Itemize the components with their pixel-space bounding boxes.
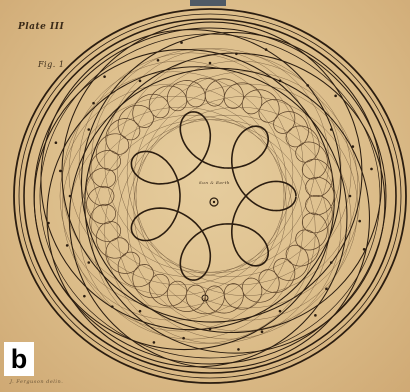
planet-dot-icon (208, 327, 212, 331)
planet-dot-icon (103, 75, 106, 78)
artist-credit: J. Ferguson delin. (10, 379, 64, 385)
planet-dot-icon (87, 261, 91, 264)
fine-orbit-circle (126, 106, 352, 332)
figure-label: Fig. 1 (38, 60, 65, 69)
fine-orbit-circle (104, 119, 329, 344)
planet-dot-icon (68, 194, 72, 198)
planet-dot-icon (314, 314, 317, 317)
planet-dot-icon (325, 287, 328, 291)
panel-letter: b (4, 342, 34, 376)
plate-label: Plate III (18, 22, 65, 32)
outer-ring-3 (23, 18, 397, 374)
planet-dot-icon (138, 79, 142, 83)
planet-dot-icon (110, 305, 114, 308)
large-orbit-circle (40, 29, 342, 331)
epicycle-loop-path (86, 77, 335, 315)
planet-dot-icon (278, 79, 282, 83)
large-orbit-circle (61, 21, 363, 323)
planet-dot-icon (358, 219, 361, 223)
planet-dot-icon (180, 41, 183, 44)
sun-core (212, 200, 216, 204)
planet-dot-icon (329, 261, 333, 264)
fine-orbit-circle (126, 60, 352, 286)
fine-orbit-circles (59, 48, 361, 344)
planet-dot-icon (351, 145, 355, 148)
planet-position-dots (47, 41, 373, 351)
epicycle-loop (86, 77, 335, 315)
planet-dot-icon (65, 244, 69, 247)
fine-orbit-circle (135, 83, 361, 309)
fine-orbit-circle (91, 119, 316, 344)
planet-dot-icon (156, 59, 160, 62)
planet-dot-icon (182, 336, 185, 340)
planet-dot-icon (370, 167, 373, 171)
planet-dot-icon (54, 141, 58, 145)
fine-orbit-circle (116, 114, 342, 340)
fine-orbit-circle (68, 106, 294, 332)
fine-orbit-circle (78, 114, 304, 340)
large-orbit-circle (84, 52, 386, 354)
planet-dot-icon (260, 330, 264, 333)
right-margin (410, 0, 416, 392)
fine-orbit-circle (104, 48, 329, 273)
planet-dot-icon (278, 309, 282, 313)
large-orbit-circle (33, 49, 335, 351)
planet-dot-icon (208, 61, 212, 65)
outer-ring-1 (13, 8, 407, 384)
retrograde-flower (130, 111, 297, 281)
planet-dot-icon (59, 169, 62, 173)
large-orbit-circles (33, 21, 386, 369)
sun-ring (209, 197, 219, 207)
planet-dot-icon (87, 128, 91, 131)
planet-dot-icon (334, 94, 337, 98)
center-note: Sun & Earth (199, 180, 230, 185)
sun-icon (209, 197, 219, 207)
planet-dot-icon (201, 294, 209, 302)
top-tab (190, 0, 226, 6)
planet-dot-icon (138, 309, 142, 313)
fine-orbit-circle (59, 83, 285, 309)
planet-dot-icon (362, 247, 366, 251)
planet-dot-icon (235, 52, 238, 56)
planet-dot-icon (83, 294, 86, 298)
retrograde-flower-path (130, 111, 297, 281)
planet-dot-icon (348, 194, 352, 198)
planet-dot-icon (237, 348, 240, 351)
planet-dot-icon (306, 84, 310, 87)
planet-dot-icon (92, 101, 95, 105)
outer-ring-2 (18, 13, 402, 379)
outer-orbit-rings (13, 8, 407, 384)
planet-dot-icon (264, 48, 268, 51)
fine-orbit-circle (68, 60, 294, 286)
large-orbit-circle (80, 31, 383, 334)
fine-orbit-circle (133, 71, 358, 296)
planet-dot-icon (47, 221, 50, 225)
large-orbit-circle (46, 66, 348, 368)
planet-dot-icon (329, 128, 333, 131)
planet-dot-icon (152, 341, 156, 344)
